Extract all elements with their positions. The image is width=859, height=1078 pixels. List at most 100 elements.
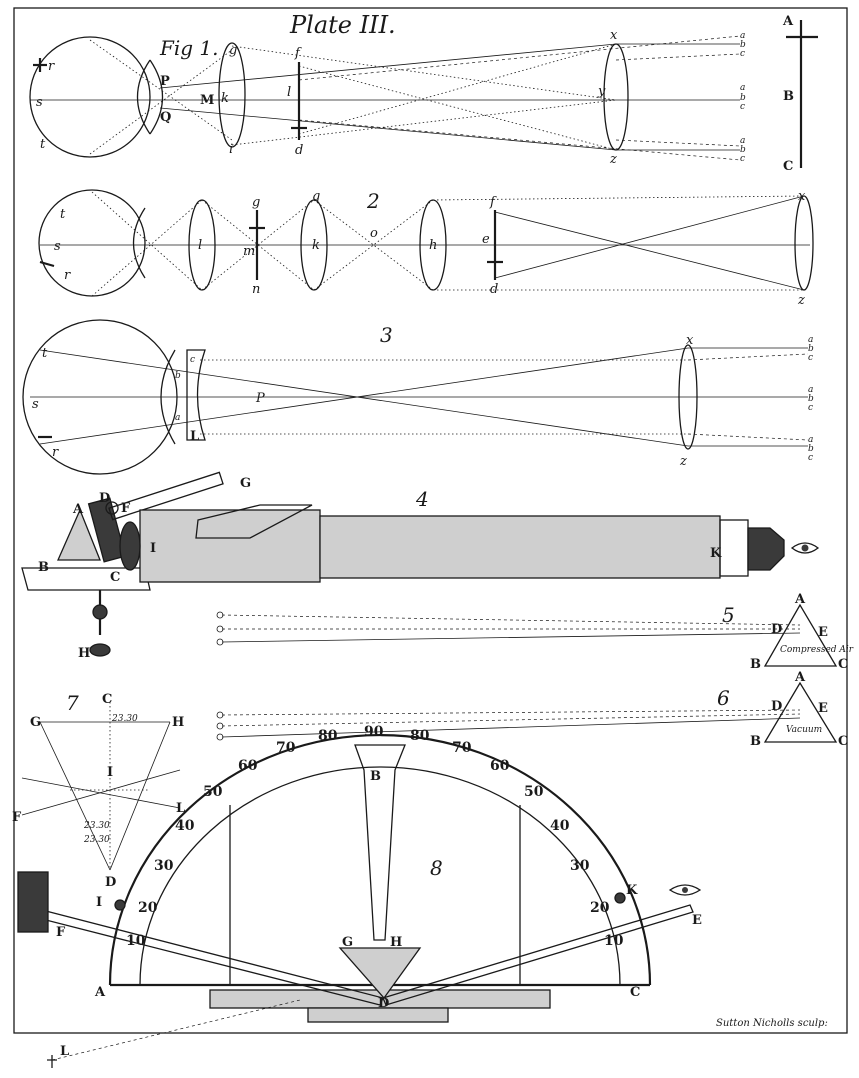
engraver-signature: Sutton Nicholls sculp: [716,1018,828,1029]
fig4-label-A: A [72,502,84,517]
fig3-number: 3 [380,323,393,347]
fig3-label-r: r [52,445,59,460]
fig8-label-B: B [370,769,381,784]
fig2-label-t: t [60,207,66,222]
fig3-label-t: t [42,346,48,361]
fig2-label-z: z [797,293,805,308]
fig7-number: 7 [66,691,79,715]
fig3-label-a3: a [808,435,813,445]
fig1-label-g: g [229,43,237,58]
fig8-scale-r30: 30 [570,858,590,874]
fig1-label-b2: b [740,93,746,103]
fig3-label-b: b [175,371,181,381]
fig2-objective-lens [794,195,814,291]
figure-8-quadrant-instrument: 10 20 30 40 50 60 70 80 90 80 70 60 50 4… [17,724,702,1068]
plate-border [13,7,848,1034]
fig4-label-G: G [240,476,251,491]
fig1-label-s: s [36,95,43,110]
figure-2-terrestrial-telescope: 2 t s r l g m n q k o h f e d x z [38,189,814,308]
fig8-center-prism [338,947,422,1000]
fig8-scale-l50: 50 [203,784,223,800]
fig8-scale-90: 90 [364,724,384,740]
fig4-number: 4 [415,487,429,511]
fig3-label-b2: b [808,394,814,404]
fig8-right-arm [382,904,694,1006]
fig4-base-plate [21,567,151,591]
fig2-label-f: f [489,195,497,210]
fig1-crystalline-lens [136,59,151,135]
fig4-label-C: C [110,570,120,585]
fig8-left-target [17,871,49,933]
fig1-label-c2: c [740,102,745,112]
fig7-label-L: L [176,801,185,816]
fig3-label-a1: a [808,335,813,345]
fig4-label-F: F [121,501,131,516]
fig2-label-k: k [312,238,320,253]
fig2-label-q: q [312,189,320,204]
fig1-label-i: i [229,142,233,157]
fig4-label-B: B [38,560,49,575]
fig4-frame [87,497,127,563]
fig4-eyepiece-collar [719,519,749,577]
fig6-label-A: A [794,670,806,685]
fig1-label-f: f [294,46,302,61]
fig4-prism [57,508,101,561]
fig6-label-E: E [818,701,828,716]
fig8-label-D: D [378,996,389,1011]
fig4-tube-barrel [319,515,721,579]
fig1-label-k: k [221,91,229,106]
fig2-number: 2 [366,189,380,213]
fig3-label-c1: c [808,353,813,363]
figure-5-prism-compressed-air: 5 A D E B C Compressed Air [216,592,854,672]
fig3-label-L: L [190,429,199,444]
fig6-number: 6 [717,686,730,710]
fig5-prism [763,603,838,667]
fig8-central-column [354,744,406,941]
fig5-label-E: E [818,625,828,640]
fig2-label-s: s [54,239,61,254]
fig8-label-F: F [56,925,66,940]
fig8-scale-r10: 10 [604,933,624,949]
fig7-label-H: H [172,715,184,730]
fig1-label-Q: Q [160,110,171,125]
fig3-label-c3: c [808,453,813,463]
fig3-label-x: x [686,333,694,348]
fig2-label-r: r [64,268,71,283]
fig2-label-h: h [429,238,437,253]
fig6-label-C: C [838,734,848,749]
fig3-label-b1: b [808,344,814,354]
fig8-scale-l10: 10 [126,933,146,949]
fig4-eyepiece [747,527,785,571]
fig1-label-z: z [609,152,617,167]
fig2-label-n: n [252,282,260,297]
figure-3-galilean-telescope: 3 t s r c b a L P x z a b c a b c a b c [22,319,814,475]
fig5-label-B: B [750,657,761,672]
fig1-label-P: P [160,74,170,89]
fig1-label-a1: a [740,31,745,41]
figure-1-eye-and-telescope: Fig 1. r s t P Q M g k i f l d x y z a b… [29,28,746,167]
fig1-label-b3: b [740,145,746,155]
fig4-sliding-plate [195,504,313,539]
fig1-label-y: y [597,84,606,99]
fig3-label-a2: a [808,385,813,395]
fig3-label-b3: b [808,444,814,454]
fig7-label-G: G [30,715,41,730]
fig4-label-K: K [710,546,722,561]
object-cross: A B C [782,14,818,174]
fig8-scale-l70: 70 [276,740,296,756]
fig3-concave-lens [186,349,206,441]
fig1-label-a3: a [740,136,745,146]
fig8-scale-l30: 30 [154,858,174,874]
fig3-label-a: a [175,413,180,423]
fig1-label-b1: b [740,40,746,50]
fig8-scale-r60: 60 [490,758,510,774]
fig8-number: 8 [430,856,443,880]
figure-4-telescope-apparatus: 4 A D F G B C I K H [21,471,820,661]
fig8-label-I: I [96,895,102,910]
fig1-label-M: M [200,93,214,108]
fig7-label-D: D [105,875,116,890]
fig8-label-L: L [60,1044,69,1059]
fig8-eye-icon [668,884,702,896]
object-label-A: A [782,14,794,29]
